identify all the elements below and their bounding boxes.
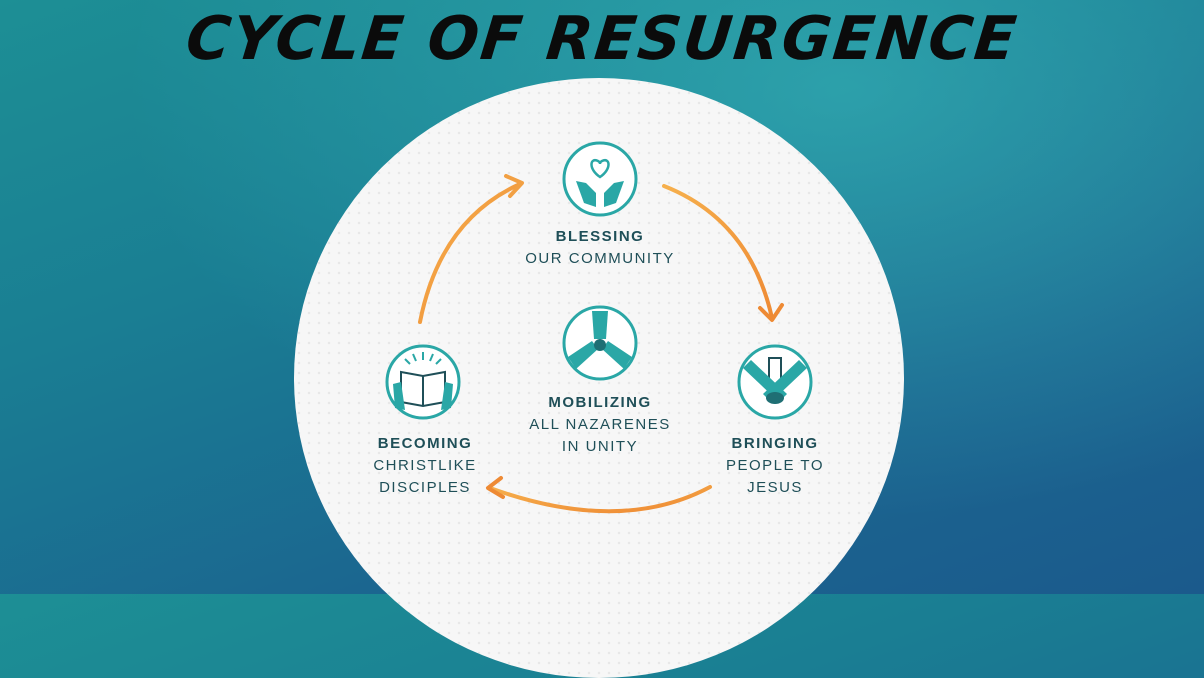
node-mobilizing-sub-1: ALL NAZARENES <box>529 415 671 433</box>
cycle-arrows <box>418 174 784 514</box>
arrow-top-to-right <box>662 184 774 320</box>
node-bringing-sub-1: PEOPLE TO <box>726 456 824 474</box>
node-mobilizing-title: MOBILIZING <box>548 394 652 411</box>
node-becoming-sub-2: DISCIPLES <box>379 478 471 496</box>
node-mobilizing: MOBILIZING ALL NAZARENES IN UNITY <box>500 392 700 457</box>
node-mobilizing-sub-2: IN UNITY <box>561 437 639 455</box>
three-hands-icon <box>562 305 638 381</box>
node-blessing-title: BLESSING <box>555 228 645 245</box>
node-bringing-title: BRINGING <box>731 435 819 452</box>
arrow-left-to-top <box>418 182 522 324</box>
arrowhead-top-to-right <box>758 303 784 322</box>
arrowhead-right-to-left <box>486 476 505 499</box>
node-becoming-title: BECOMING <box>377 435 473 452</box>
node-blessing: BLESSING OUR COMMUNITY <box>500 226 700 270</box>
node-bringing-sub-2: JESUS <box>747 478 803 496</box>
heart-hands-icon <box>562 141 638 217</box>
node-bringing: BRINGING PEOPLE TO JESUS <box>690 433 860 498</box>
node-becoming-sub-1: CHRISTLIKE <box>373 456 477 474</box>
node-becoming: BECOMING CHRISTLIKE DISCIPLES <box>340 433 510 498</box>
arrow-right-to-left <box>488 485 712 514</box>
open-book-icon <box>385 344 461 420</box>
node-blessing-sub-1: OUR COMMUNITY <box>525 249 675 267</box>
arrowhead-left-to-top <box>504 174 524 198</box>
joined-hands-icon <box>737 344 813 420</box>
